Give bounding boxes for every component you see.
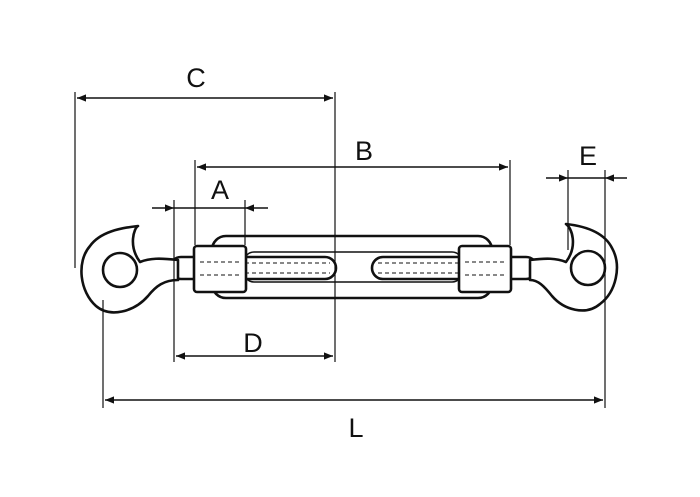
dimension-c: C [77,63,333,102]
label-c: C [186,63,206,93]
label-b: B [355,136,373,166]
right-nut [457,244,513,294]
left-hook-eye [101,251,139,289]
turnbuckle-part [80,222,619,314]
dimension-e: E [546,141,627,182]
extension-lines [74,92,606,408]
label-d: D [243,328,263,358]
label-a: A [211,175,229,205]
dimension-a: A [152,175,268,212]
dimension-l: L [105,396,603,443]
right-hook-eye [569,249,607,287]
dimension-b: B [197,136,508,171]
left-nut [192,244,248,294]
label-l: L [348,413,363,443]
dimension-d: D [176,328,333,360]
label-e: E [579,141,597,171]
